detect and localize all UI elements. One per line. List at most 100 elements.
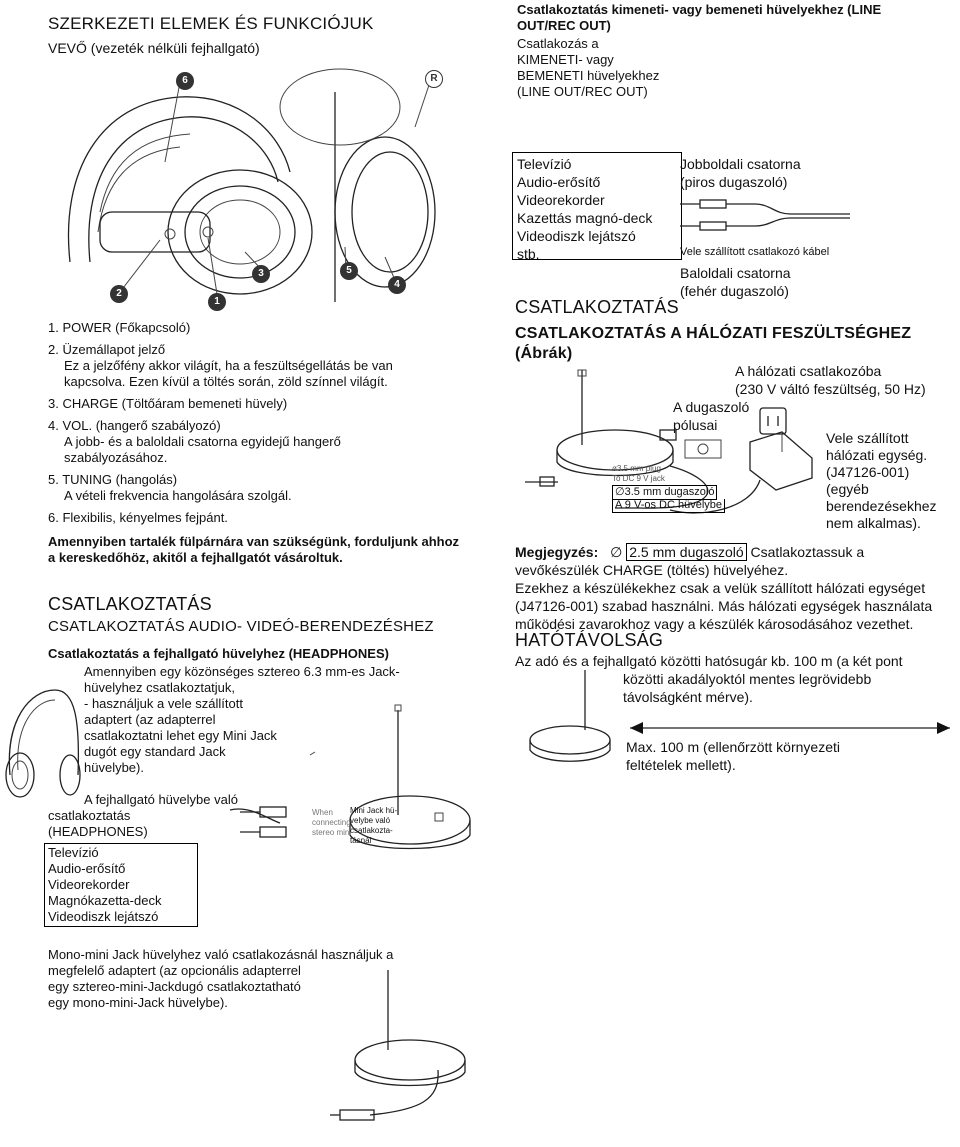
text-line: pólusai xyxy=(673,417,718,433)
power-note: Megjegyzés: ∅ 2.5 mm dugaszoló Csatlakoz… xyxy=(515,543,955,633)
text-line: Csatlakoztatás kimeneti- vagy bemeneti h… xyxy=(517,2,882,17)
faint-line: connecting xyxy=(312,818,351,827)
text-line: egy sztereo-mini-Jackdugó csatlakoztatha… xyxy=(48,979,301,994)
faint-line: When xyxy=(312,808,333,817)
text-line: velybe való xyxy=(350,816,391,825)
list-item: 6. Flexibilis, kényelmes fejpánt. xyxy=(48,510,468,526)
text-line: Amennyiben egy közönséges sztereo 6.3 mm… xyxy=(84,664,400,679)
faint-connect-label: When connecting stereo mini xyxy=(312,808,351,838)
device-item: Audio-erősítő xyxy=(517,174,601,190)
spare-pad-note: Amennyiben tartalék fülpárnára van szüks… xyxy=(48,534,460,565)
text-line: hüvelyhez csatlakoztatjuk, xyxy=(84,680,236,695)
text-line: BEMENETI hüvelyekhez xyxy=(517,68,660,83)
text-line: OUT/REC OUT) xyxy=(517,18,611,33)
text-line: (J47126-001) xyxy=(826,464,910,480)
text-line: A hálózati csatlakozóba xyxy=(735,363,882,379)
text-line: (fehér dugaszoló) xyxy=(680,283,789,299)
list-item: 3. CHARGE (Töltőáram bemeneti hüvely) xyxy=(48,396,468,412)
text-line: - használjuk a vele szállított xyxy=(84,696,243,711)
line-out-text: Csatlakozás a KIMENETI- vagy BEMENETI hü… xyxy=(517,36,659,100)
text-line: feltételek mellett). xyxy=(626,757,736,773)
text-line: egy mono-mini-Jack hüvelybe). xyxy=(48,995,228,1010)
text-line: adaptert (az adapterrel xyxy=(84,712,216,727)
adapter-label: Vele szállított hálózati egység. (J47126… xyxy=(826,430,937,532)
mono-adapter-diagram xyxy=(330,970,466,1121)
note-plug-size: 2.5 mm dugaszoló xyxy=(626,543,747,561)
device-item: Televízió xyxy=(48,845,99,860)
device-item: Audio-erősítő xyxy=(48,861,126,876)
receiver-subheading: VEVŐ (vezeték nélküli fejhallgató) xyxy=(48,40,260,56)
item-title: 6. Flexibilis, kényelmes fejpánt. xyxy=(48,510,228,525)
small-headphones-icon xyxy=(5,689,81,798)
faint-plug-label: ø3.5 mm plug To DC 9 V jack xyxy=(612,464,665,484)
text-line: vevőkészülék CHARGE (töltés) hüvelyéhez. xyxy=(515,562,789,578)
faint-line: To DC 9 V jack xyxy=(612,474,665,483)
mini-jack-label: Mini Jack hü- velybe való csatlakozta- t… xyxy=(350,806,397,846)
cable-label: Vele szállított csatlakozó kábel xyxy=(680,246,830,258)
device-item: Videorekorder xyxy=(517,192,605,208)
section-heading-structure: SZERKEZETI ELEMEK ÉS FUNKCIÓJUK xyxy=(48,14,374,33)
text-line: (HEADPHONES) xyxy=(48,824,148,839)
text-line: KIMENETI- vagy xyxy=(517,52,614,67)
text-line: közötti akadályoktól mentes legrövidebb xyxy=(623,671,872,687)
range-heading: HATÓTÁVOLSÁG xyxy=(515,630,664,650)
list-item: 1. POWER (Főkapcsoló) xyxy=(48,320,468,336)
range-text: Az adó és a fejhallgató közötti hatósugá… xyxy=(515,652,903,706)
left-channel-label: Baloldali csatorna (fehér dugaszoló) xyxy=(680,264,791,300)
item-desc: A jobb- és a baloldali csatorna egyidejű… xyxy=(64,434,341,465)
text-line: Az adó és a fejhallgató közötti hatósugá… xyxy=(515,653,903,669)
text-line: Jobboldali csatorna xyxy=(680,156,801,172)
text-line: (J47126-001) szabad használni. Más hálóz… xyxy=(515,598,933,614)
text-line: (piros dugaszoló) xyxy=(680,174,788,190)
range-diagram xyxy=(529,670,950,762)
plug-polarity-label: A dugaszoló pólusai xyxy=(673,398,749,434)
rca-cable-diagram xyxy=(680,199,850,231)
text-line: hüvelybe). xyxy=(84,760,144,775)
item-desc: Ez a jelzőfény akkor világít, ha a feszü… xyxy=(64,358,393,389)
text-line: (LINE OUT/REC OUT) xyxy=(517,84,648,99)
dc-jack-label: A 9 V-os DC hüvelybe xyxy=(612,499,726,513)
text-line: csatlakoztatni lehet egy Mini Jack xyxy=(84,728,277,743)
device-item: Kazettás magnó-deck xyxy=(517,210,653,226)
text-line: berendezésekhez xyxy=(826,498,937,514)
note-first-line: Megjegyzés: ∅ 2.5 mm dugaszoló Csatlakoz… xyxy=(515,543,955,561)
dc-plug-text: 3.5 mm dugaszoló xyxy=(624,486,715,498)
text-line: tásnál xyxy=(350,836,372,845)
connection-heading-right: CSATLAKOZTATÁS xyxy=(515,297,679,317)
text-line: hálózati egység. xyxy=(826,447,928,463)
item-desc: A vételi frekvencia hangolására szolgál. xyxy=(64,488,292,503)
item-title: 2. Üzemállapot jelző xyxy=(48,342,166,357)
text-line: A fejhallgató hüvelybe való xyxy=(84,792,238,807)
device-item: Magnókazetta-deck xyxy=(48,893,162,908)
dc-plug-label: ∅3.5 mm dugaszoló xyxy=(612,485,718,500)
text-line: Baloldali csatorna xyxy=(680,265,791,281)
item-title: 4. VOL. (hangerő szabályozó) xyxy=(48,418,221,433)
device-item: Videodiszk lejátszó xyxy=(48,909,159,924)
text-line: működési zavarokhoz vagy a készülék káro… xyxy=(515,616,914,632)
diameter-icon: ∅ xyxy=(610,544,623,560)
item-title: 3. CHARGE (Töltőáram bemeneti hüvely) xyxy=(48,396,288,411)
callout-5: 5 xyxy=(340,262,358,280)
callout-1: 1 xyxy=(208,293,226,311)
device-item: Videodiszk lejátszó xyxy=(517,228,636,244)
callout-r: R xyxy=(425,70,443,88)
connection-heading: CSATLAKOZTATÁS xyxy=(48,594,212,614)
item-title: 1. POWER (Főkapcsoló) xyxy=(48,320,191,335)
headphone-diagram xyxy=(67,68,436,302)
text-line: (Ábrák) xyxy=(515,345,573,362)
note-label: Megjegyzés: xyxy=(515,544,599,560)
component-list: 1. POWER (Főkapcsoló) 2. Üzemállapot jel… xyxy=(48,320,468,566)
device-item: Videorekorder xyxy=(48,877,130,892)
av-connection-heading: CSATLAKOZTATÁS AUDIO- VIDEÓ-BERENDEZÉSHE… xyxy=(48,618,434,635)
text-line: nem alkalmas). xyxy=(826,515,921,531)
text-line: Max. 100 m (ellenőrzött környezeti xyxy=(626,739,840,755)
text-line: (230 V váltó feszültség, 50 Hz) xyxy=(735,381,926,397)
headphones-heading: Csatlakoztatás a fejhallgató hüvelyhez (… xyxy=(48,646,389,661)
headphones-text: Amennyiben egy közönséges sztereo 6.3 mm… xyxy=(84,664,400,776)
note-text: Csatlakoztassuk a xyxy=(746,544,865,560)
list-item: 2. Üzemállapot jelző Ez a jelzőfény akko… xyxy=(48,342,468,390)
device-item: stb. xyxy=(517,246,540,260)
right-channel-label: Jobboldali csatorna (piros dugaszoló) xyxy=(680,155,801,191)
callout-3: 3 xyxy=(252,265,270,283)
text-line: csatlakoztatás xyxy=(48,808,131,823)
